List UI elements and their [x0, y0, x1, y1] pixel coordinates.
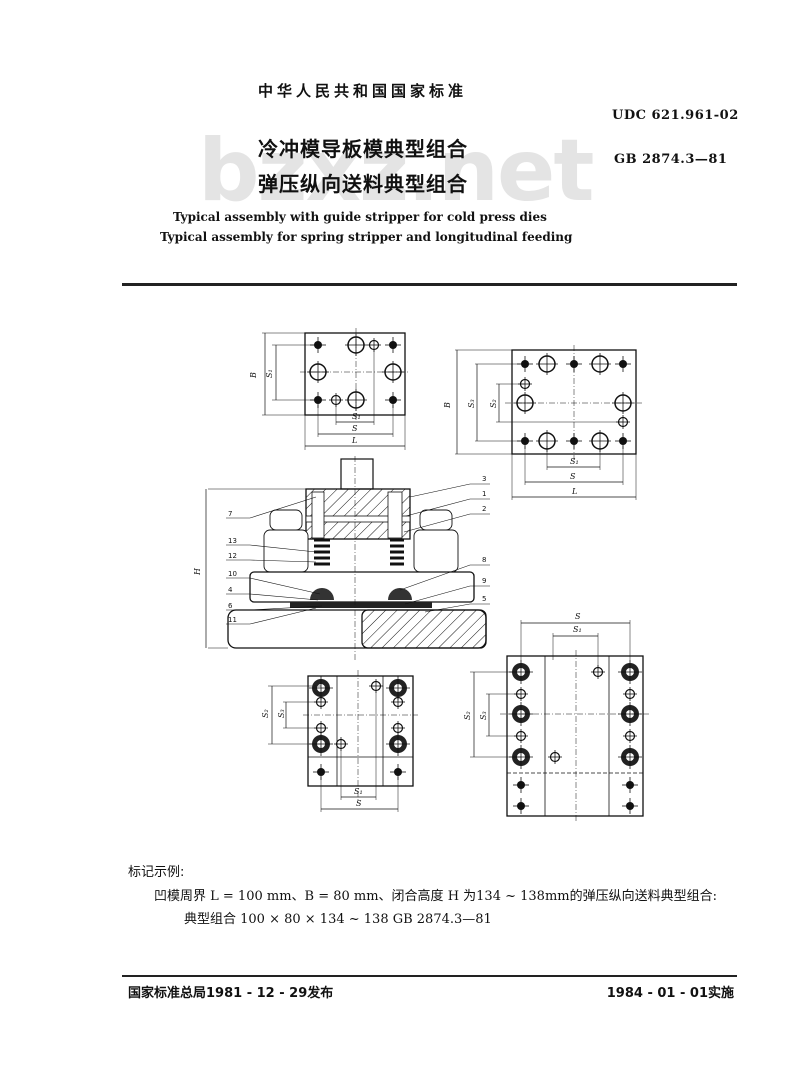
top-left-plan-view: B S₁ S₁ S L	[249, 328, 410, 450]
marking-example-line2: 典型组合 100 × 80 × 134 ~ 138 GB 2874.3—81	[184, 912, 492, 927]
svg-text:S₁: S₁	[570, 457, 579, 466]
svg-text:S₁: S₁	[265, 369, 274, 378]
svg-text:S₃: S₃	[277, 709, 286, 718]
title-cn-line1: 冷冲模导板模典型组合	[258, 137, 468, 161]
svg-text:S₁: S₁	[352, 412, 361, 421]
svg-text:12: 12	[228, 552, 237, 560]
national-standard-heading: 中华人民共和国国家标准	[258, 82, 468, 100]
svg-text:L: L	[351, 436, 357, 445]
header-divider	[122, 283, 737, 286]
svg-text:S: S	[575, 612, 581, 621]
svg-text:5: 5	[482, 595, 486, 603]
svg-text:13: 13	[228, 537, 237, 545]
svg-text:H: H	[193, 567, 202, 576]
title-en-line2: Typical assembly for spring stripper and…	[160, 230, 573, 244]
bottom-right-plan-view: S S₁ S₂ S₃	[463, 612, 650, 822]
udc-code: UDC 621.961-02	[612, 108, 739, 123]
gb-number: GB 2874.3—81	[614, 152, 728, 167]
effective-date: 1984 - 01 - 01实施	[606, 986, 734, 1001]
svg-text:2: 2	[482, 505, 486, 513]
bottom-left-plan-view: S₂ S₃ S₁ S	[261, 670, 418, 812]
svg-text:11: 11	[228, 616, 237, 624]
svg-text:B: B	[443, 402, 452, 409]
svg-text:B: B	[249, 372, 258, 379]
svg-text:7: 7	[228, 510, 232, 518]
svg-text:3: 3	[482, 475, 486, 483]
svg-text:S: S	[570, 472, 576, 481]
svg-text:S₁: S₁	[354, 787, 363, 796]
title-en-line1: Typical assembly with guide stripper for…	[173, 210, 547, 224]
svg-text:L: L	[571, 487, 577, 496]
svg-text:10: 10	[228, 570, 237, 578]
svg-text:S: S	[352, 424, 358, 433]
svg-text:S₂: S₂	[489, 399, 498, 408]
title-cn-line2: 弹压纵向送料典型组合	[258, 172, 468, 196]
svg-text:1: 1	[482, 490, 486, 498]
svg-text:9: 9	[482, 577, 486, 585]
watermark: bzxz.net	[198, 121, 594, 221]
issued-date: 国家标准总局1981 - 12 - 29发布	[128, 986, 334, 1001]
marking-example-heading: 标记示例:	[128, 865, 185, 880]
svg-text:S₁: S₁	[573, 625, 582, 634]
svg-text:6: 6	[228, 602, 233, 610]
top-right-plan-view: B S₃ S₂ S₁ S L	[443, 345, 642, 500]
svg-text:S: S	[356, 799, 362, 808]
svg-text:8: 8	[482, 556, 486, 564]
svg-text:S₃: S₃	[467, 399, 476, 408]
svg-text:S₂: S₂	[463, 711, 472, 720]
marking-example-line1: 凹模周界 L = 100 mm、B = 80 mm、闭合高度 H 为134 ~ …	[154, 889, 717, 904]
svg-text:S₃: S₃	[479, 711, 488, 720]
svg-text:4: 4	[228, 586, 233, 594]
footer-divider	[122, 975, 737, 977]
svg-text:S₂: S₂	[261, 709, 270, 718]
